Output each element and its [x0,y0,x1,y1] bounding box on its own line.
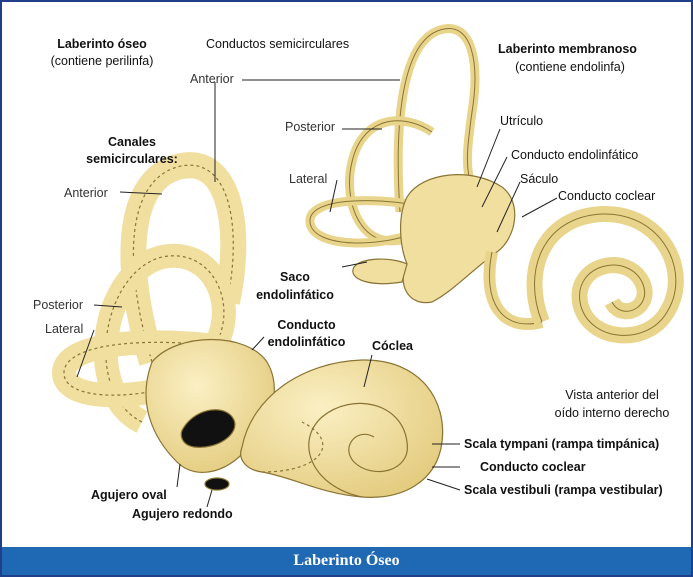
canals-label-1: Canales [87,135,177,150]
bony-title: Laberinto óseo [42,37,162,52]
lateral-left-label: Lateral [45,322,83,337]
semicircular-ducts-label: Conductos semicirculares [206,37,349,52]
anterior-top-label: Anterior [190,72,234,87]
utricle-label: Utrículo [500,114,543,129]
cochlea-label: Cóclea [372,339,413,354]
canals-label-2: semicirculares: [77,152,187,167]
scala-vestibuli-label: Scala vestibuli (rampa vestibular) [464,483,663,498]
inner-ear-illustration [2,2,691,550]
oval-window-label: Agujero oval [91,488,167,503]
lateral-top-label: Lateral [289,172,327,187]
cochlear-duct-bottom-label: Conducto coclear [480,460,586,475]
figure-caption: Laberinto Óseo [2,547,691,575]
scala-tympani-label: Scala tympani (rampa timpánica) [464,437,659,452]
bony-labyrinth [64,165,443,497]
utricle-saccule-body [401,175,515,303]
posterior-left-label: Posterior [33,298,83,313]
posterior-top-label: Posterior [285,120,335,135]
endolymph-duct-label-2: endolinfático [259,335,354,350]
cochlear-duct-spiral [535,214,676,335]
membranous-title: Laberinto membranoso [480,42,655,57]
cochlear-duct-top-label: Conducto coclear [558,189,655,204]
saccule-label: Sáculo [520,172,558,187]
endolymph-duct-label-1: Conducto [264,318,349,333]
round-window [205,478,229,490]
view-label-1: Vista anterior del [542,388,682,403]
bony-subtitle: (contiene perilinfa) [32,54,172,69]
round-window-label: Agujero redondo [132,507,233,522]
endolymph-sac-label-2: endolinfático [245,288,345,303]
endolymph-duct-top-label: Conducto endolinfático [511,148,638,163]
membranous-subtitle: (contiene endolinfa) [490,60,650,75]
view-label-2: oído interno derecho [537,406,687,421]
anterior-left-label: Anterior [64,186,108,201]
endolymph-sac-label-1: Saco [260,270,330,285]
